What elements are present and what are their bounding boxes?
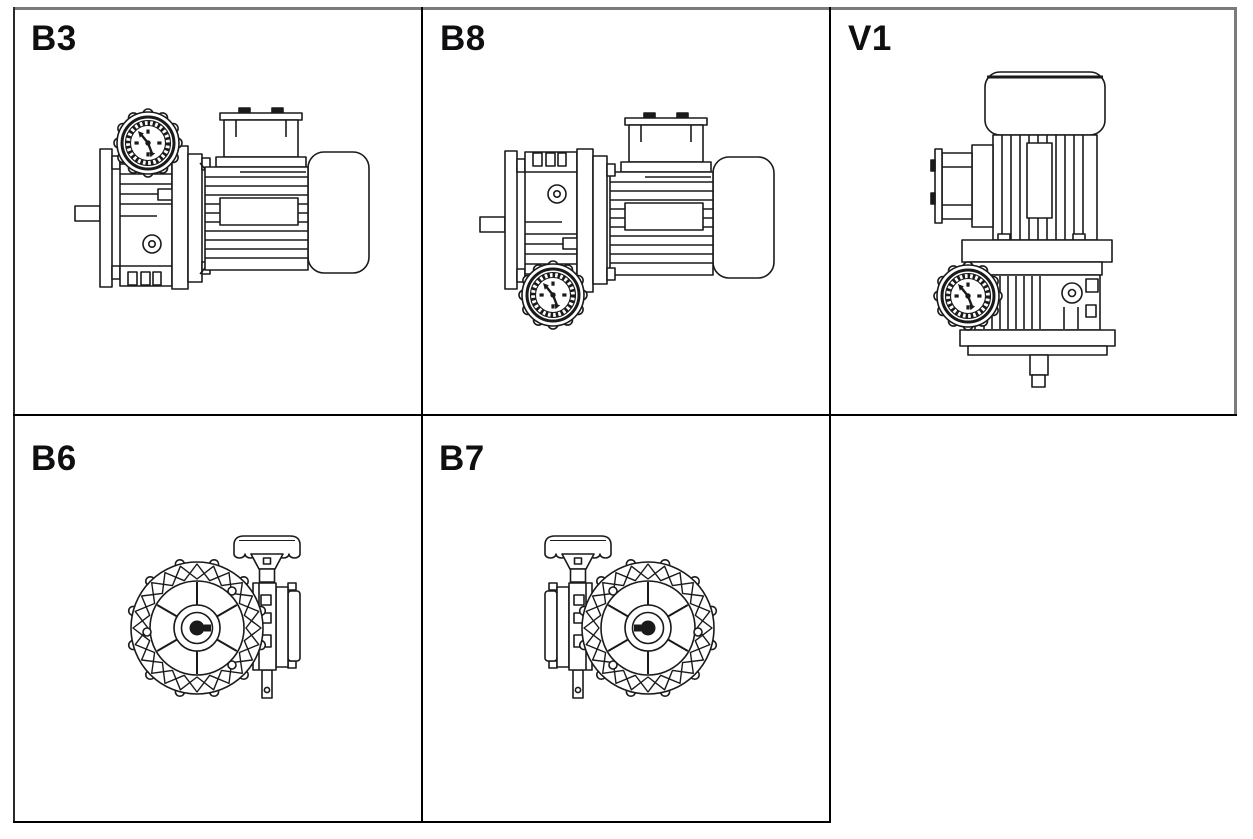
mounting-position-label-b3: B3 (31, 19, 77, 58)
grid-line-middle-horizontal (13, 414, 1237, 416)
cell-b3: B3 (13, 7, 422, 415)
gearmotor-side-view-handwheel-up-icon (74, 95, 370, 290)
grid-line-vertical-1 (421, 7, 423, 823)
mounting-position-label-v1: V1 (848, 19, 892, 58)
gearmotor-side-view-handwheel-down-icon (479, 112, 775, 335)
grid-border-top (13, 7, 1237, 10)
mounting-position-label-b8: B8 (440, 19, 486, 58)
gearmotor-front-view-handwheel-left-icon (535, 525, 725, 705)
grid-border-right (1234, 7, 1237, 416)
cell-b6: B6 (13, 415, 422, 823)
grid-line-vertical-2 (829, 7, 831, 823)
cell-b7: B7 (422, 415, 829, 823)
cell-b8: B8 (422, 7, 829, 415)
mounting-position-label-b6: B6 (31, 439, 77, 478)
gearmotor-front-view-handwheel-right-icon (120, 525, 310, 705)
gearmotor-vertical-shaft-down-icon (930, 71, 1116, 388)
mounting-position-label-b7: B7 (439, 439, 485, 478)
cell-v1: V1 (829, 7, 1237, 415)
